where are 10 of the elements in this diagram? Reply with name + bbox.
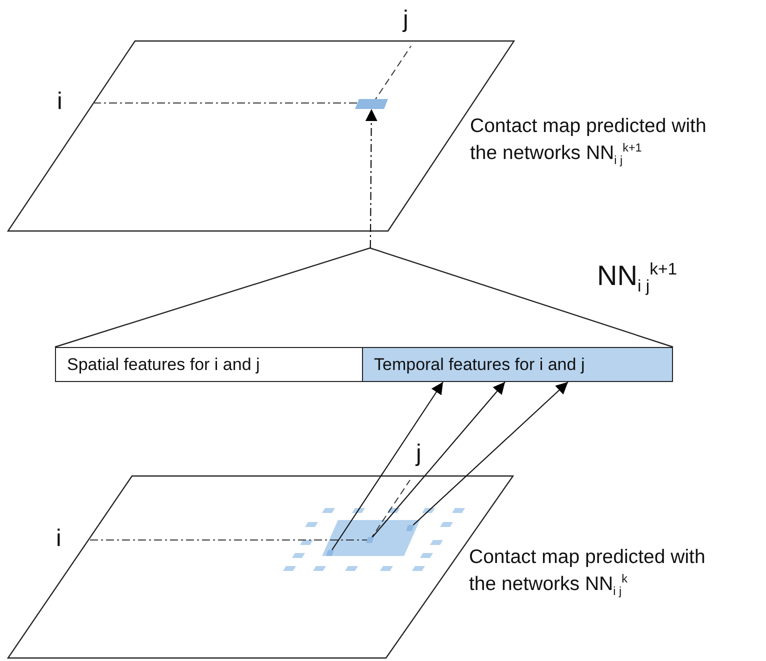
feature-box: Temporal features for i and j [362,347,673,382]
arrow [332,382,444,550]
index-label: i [56,525,62,553]
index-label: j [403,6,408,34]
index-label: i [57,88,62,116]
arrow [365,109,378,248]
index-label: j [416,440,422,468]
feature-box: Spatial features for i and j [55,347,363,382]
arrow [372,382,506,538]
arrow [412,382,568,526]
